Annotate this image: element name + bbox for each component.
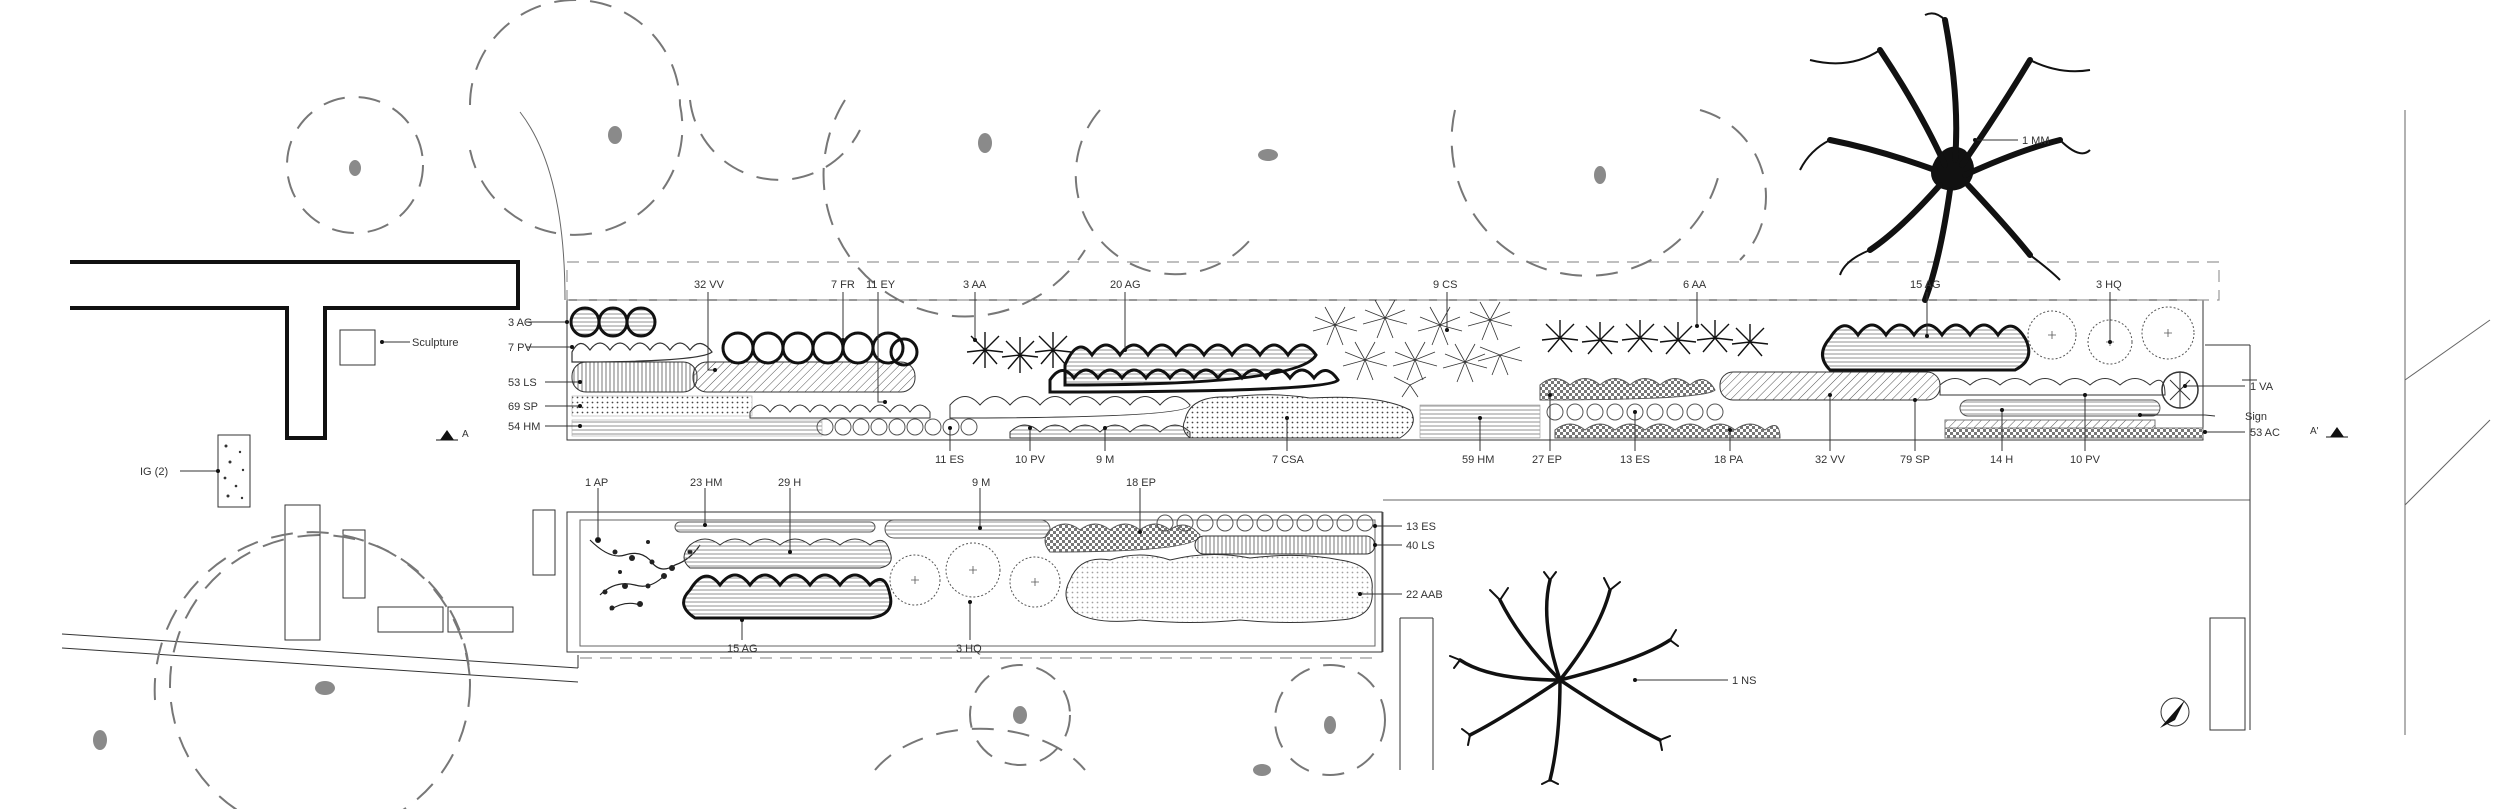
hq-shrubs-top [2027, 306, 2195, 365]
label-18-pa: 18 PA [1714, 454, 1744, 466]
label-20-ag: 20 AG [1110, 279, 1141, 291]
label-18-ep: 18 EP [1126, 477, 1156, 489]
label-32-vv-top: 32 VV [694, 279, 725, 291]
cs-shrubs [1312, 299, 1523, 398]
section-marker-right [2326, 427, 2348, 438]
label-53-ls: 53 LS [508, 377, 537, 389]
label-3-aa: 3 AA [963, 279, 987, 291]
label-59-hm: 59 HM [1462, 454, 1494, 466]
ig-planter [217, 434, 251, 508]
label-sign: Sign [2245, 411, 2267, 423]
label-1-mm: 1 MM [2022, 135, 2050, 147]
ns-tree [1449, 571, 1679, 785]
label-32-vv-bottom: 32 VV [1815, 454, 1846, 466]
mm-tree [1799, 12, 2091, 303]
label-11-ey: 11 EY [866, 279, 896, 291]
lower-planter-bed [566, 511, 1383, 653]
sculpture-base [339, 329, 376, 366]
hardscape [61, 110, 2491, 770]
label-23-hm: 23 HM [690, 477, 722, 489]
lower-bed-plantings [589, 514, 1376, 623]
label-1-ns: 1 NS [1732, 675, 1756, 687]
label-69-sp: 69 SP [508, 401, 538, 413]
existing-tree-canopies [93, 0, 1767, 809]
label-54-hm: 54 HM [508, 421, 540, 433]
label-7-fr: 7 FR [831, 279, 855, 291]
label-27-ep: 27 EP [1532, 454, 1562, 466]
label-22-aab: 22 AAB [1406, 589, 1443, 601]
label-sculpture: Sculpture [412, 337, 458, 349]
label-7-csa: 7 CSA [1272, 454, 1304, 466]
label-79-sp: 79 SP [1900, 454, 1930, 466]
upper-bed-plantings [569, 299, 2204, 439]
label-9-m-lower: 9 M [972, 477, 990, 489]
section-label-right: A' [2310, 426, 2319, 437]
aa-trees-left [966, 332, 1072, 373]
label-15-ag-lower: 15 AG [727, 643, 758, 655]
label-29-h: 29 H [778, 477, 801, 489]
label-11-es: 11 ES [935, 454, 964, 466]
north-arrow-icon [2160, 697, 2190, 728]
label-7-pv: 7 PV [508, 342, 533, 354]
label-13-es-lower: 13 ES [1406, 521, 1436, 533]
label-10-pv-left: 10 PV [1015, 454, 1046, 466]
aa-trees-right [1541, 320, 1769, 357]
label-14-h: 14 H [1990, 454, 2013, 466]
label-10-pv-right: 10 PV [2070, 454, 2101, 466]
label-ig-2: IG (2) [140, 466, 168, 478]
label-15-ag-top: 15 AG [1910, 279, 1941, 291]
label-9-m-top: 9 M [1096, 454, 1114, 466]
label-3-ag: 3 AG [508, 317, 532, 329]
leader-lines [180, 139, 2257, 681]
label-9-cs: 9 CS [1433, 279, 1457, 291]
section-label-left: A [462, 429, 469, 440]
label-53-ac: 53 AC [2250, 427, 2280, 439]
label-3-hq-top: 3 HQ [2096, 279, 2122, 291]
label-1-va: 1 VA [2250, 381, 2274, 393]
section-marker-left [436, 430, 458, 441]
label-40-ls: 40 LS [1406, 540, 1435, 552]
label-13-es-bottom: 13 ES [1620, 454, 1650, 466]
label-1-ap: 1 AP [585, 477, 608, 489]
hq-shrubs-lower [889, 542, 1061, 608]
label-3-hq-lower: 3 HQ [956, 643, 982, 655]
label-6-aa: 6 AA [1683, 279, 1707, 291]
plant-labels: 3 AG 7 PV 53 LS 69 SP 54 HM 32 VV 7 FR 1… [140, 135, 2319, 687]
